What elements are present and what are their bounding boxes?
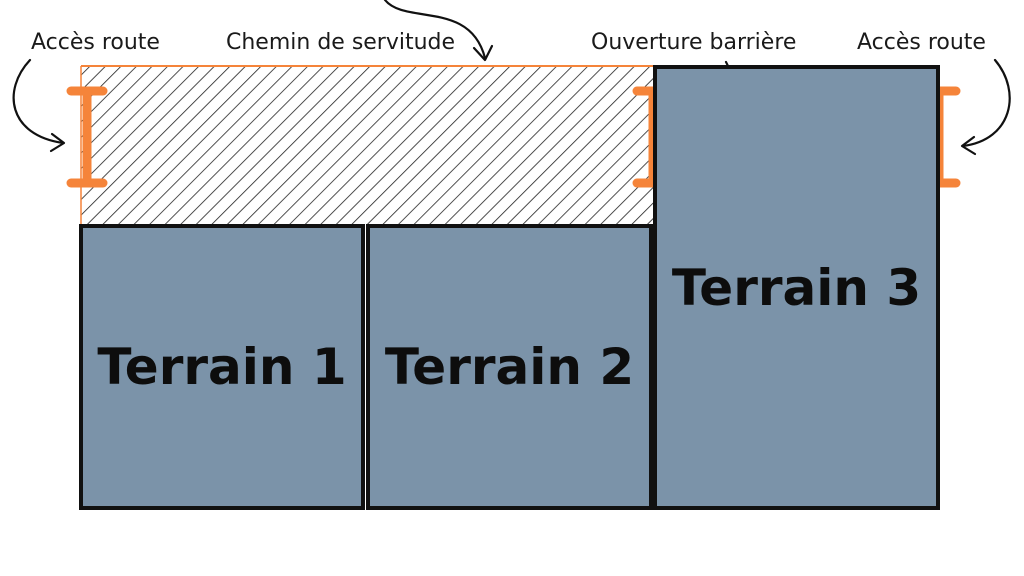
plot-name: Terrain 3	[671, 258, 922, 317]
road-access-left-marker	[66, 86, 108, 188]
arrow-easement-path	[383, 0, 487, 60]
label-road-access-right: Accès route	[857, 30, 986, 55]
arrow-road-access-right	[961, 58, 1011, 148]
arrowhead-easement-path	[472, 44, 494, 62]
plot-name: Terrain 2	[384, 338, 635, 396]
arrow-road-access-left	[12, 58, 65, 145]
plot-terrain-3: Terrain 3	[653, 65, 940, 510]
arrowhead-road-access-right	[960, 135, 977, 156]
easement-area	[81, 66, 655, 224]
plot-terrain-2: Terrain 2	[366, 224, 653, 510]
arrowhead-road-access-left	[49, 132, 66, 153]
plot-terrain-1: Terrain 1	[79, 224, 365, 510]
label-easement-path: Chemin de servitude	[226, 30, 456, 55]
plot-name: Terrain 1	[97, 338, 347, 396]
label-road-access-left: Accès route	[31, 30, 160, 55]
label-gate-opening: Ouverture barrière	[591, 30, 797, 55]
